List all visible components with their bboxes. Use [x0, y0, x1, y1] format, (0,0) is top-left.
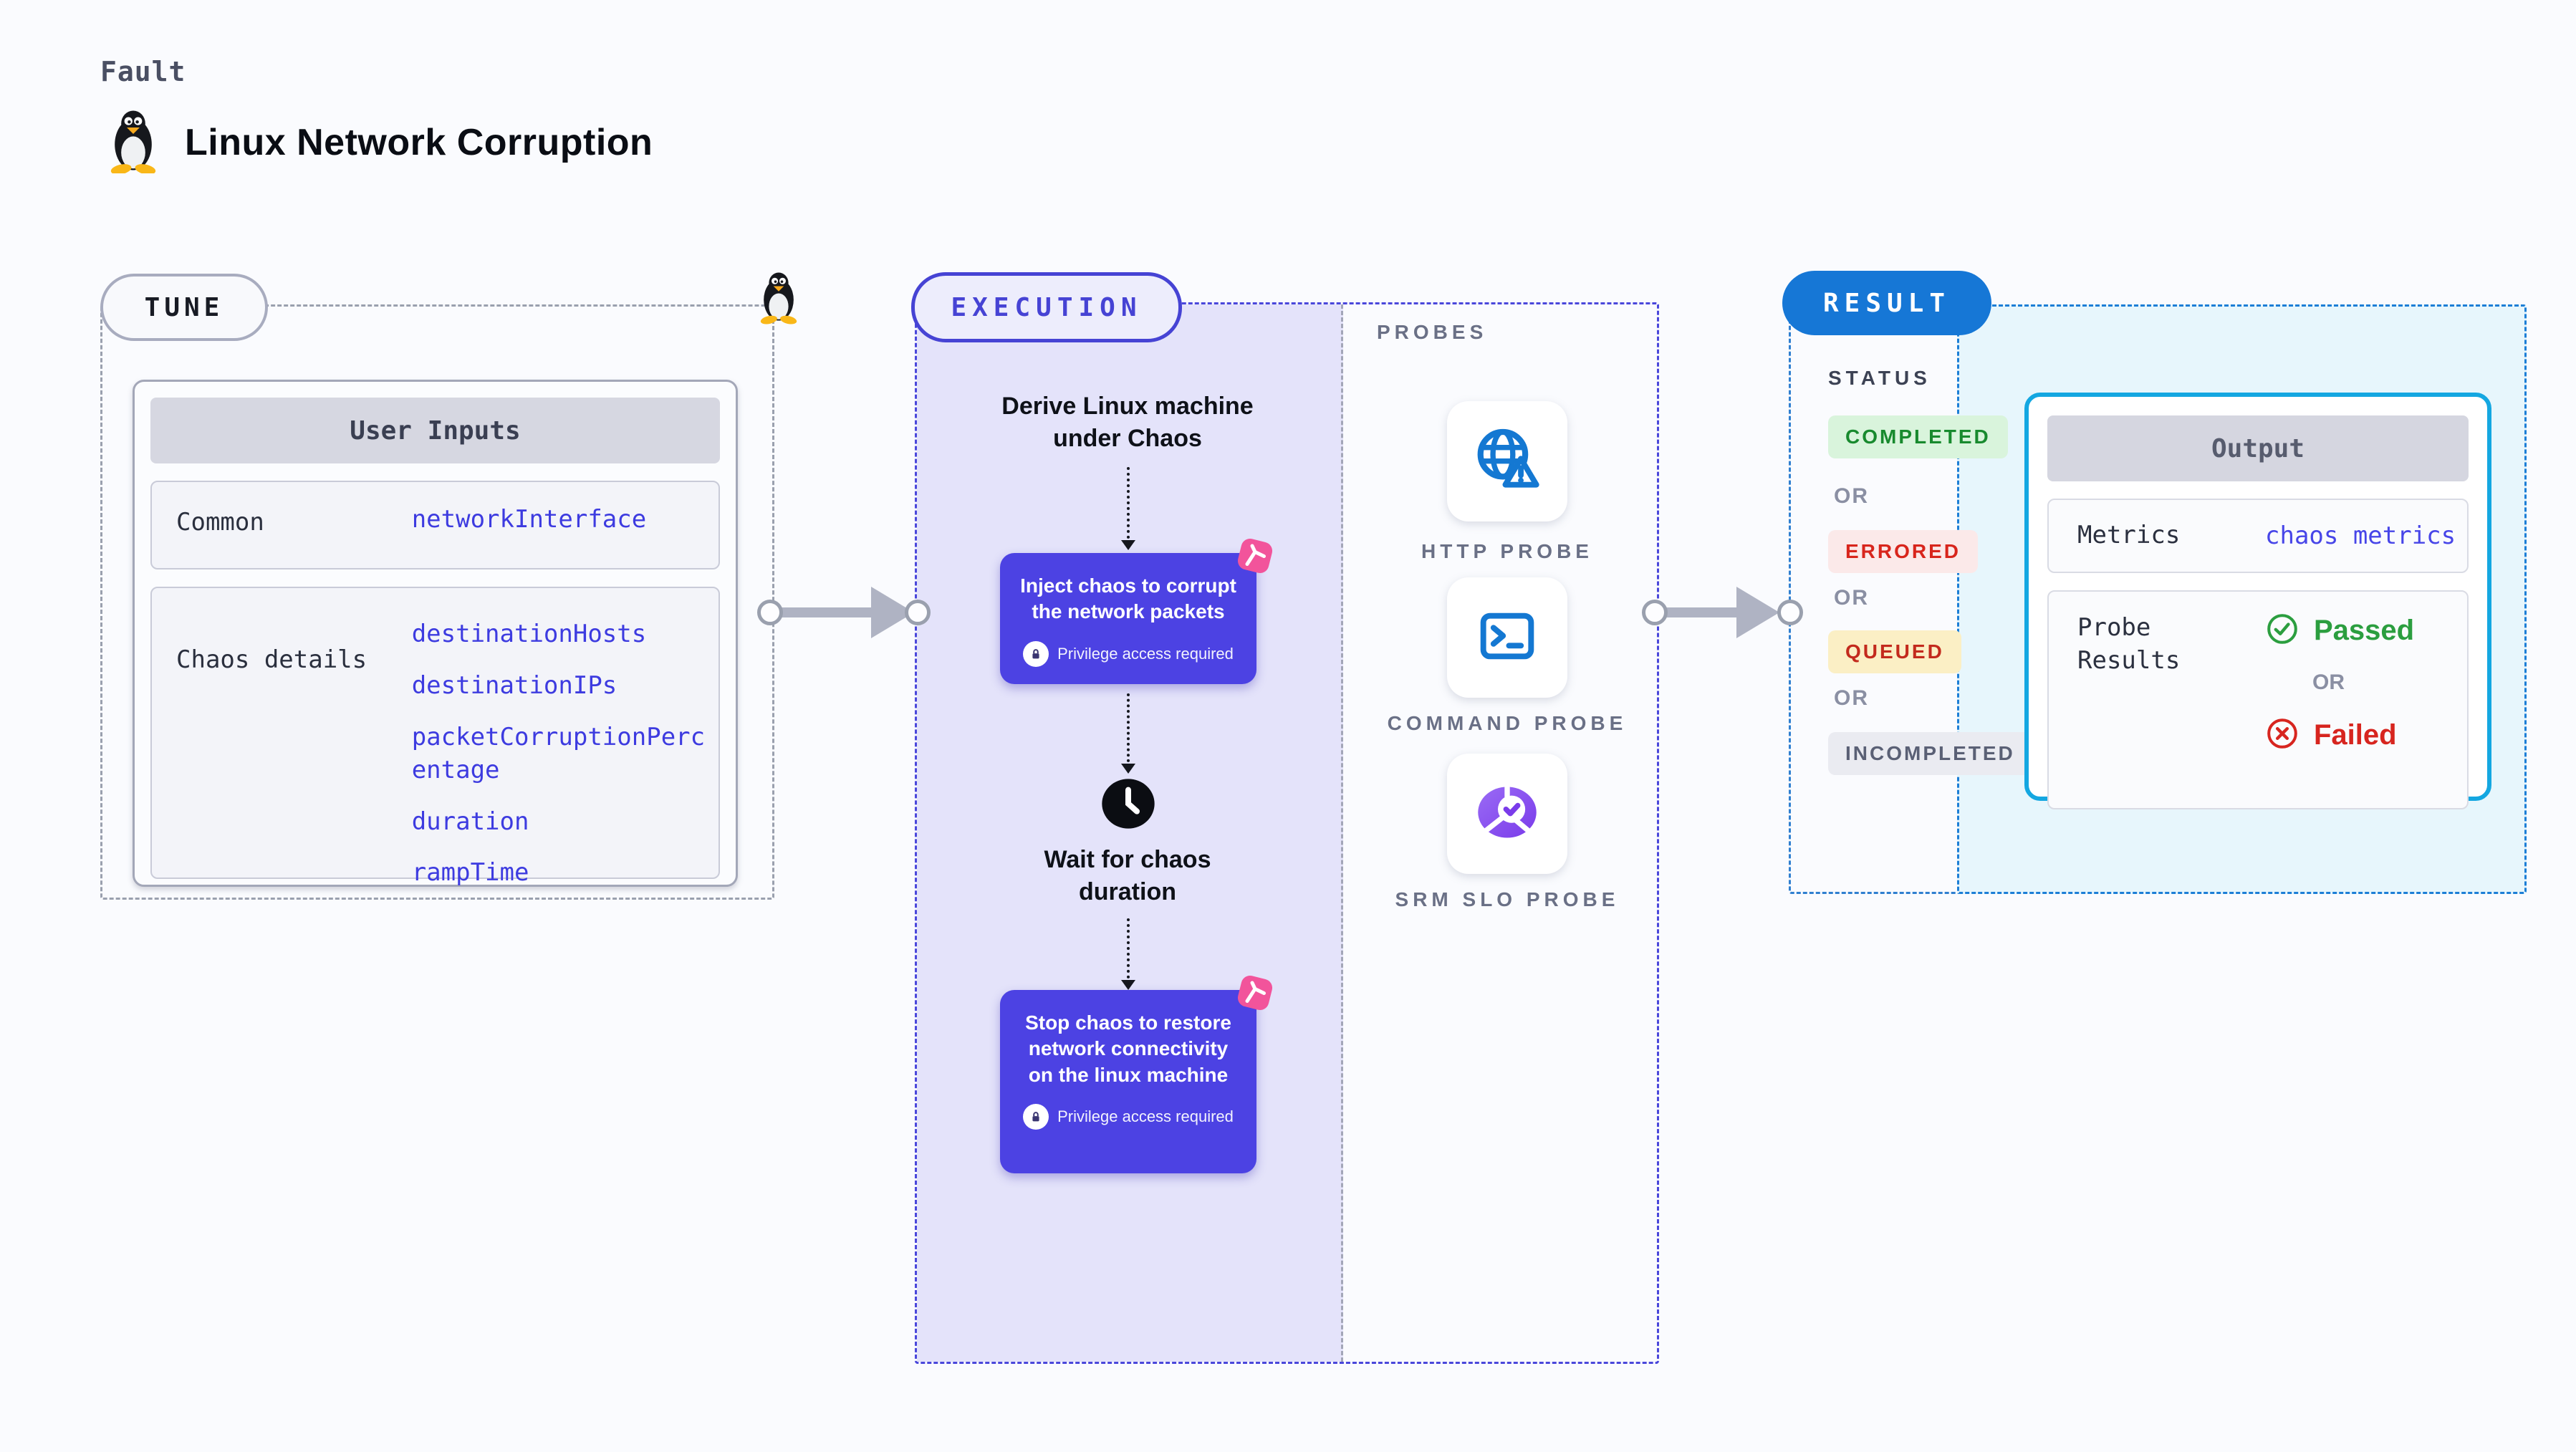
page-title: Linux Network Corruption	[185, 121, 653, 163]
flow-arrow-head	[1736, 587, 1779, 638]
output-title: Output	[2047, 415, 2469, 481]
privilege-note: Privilege access required	[1057, 644, 1234, 663]
stop-step-label: Stop chaos to restore network connectivi…	[1025, 1011, 1231, 1086]
probe-results-row: Probe Results Passed OR	[2047, 590, 2469, 809]
inject-step-label: Inject chaos to corrupt the network pack…	[1020, 574, 1236, 623]
failed-x-icon	[2265, 716, 2299, 754]
or-label: OR	[2312, 670, 2345, 694]
or-label: OR	[1834, 686, 1869, 710]
input-value: packetCorruptionPercentage	[411, 722, 706, 784]
chaos-spark-icon	[1234, 534, 1277, 577]
dotted-connector-arrowhead	[1121, 540, 1135, 550]
execution-flow-panel	[917, 304, 1343, 1362]
passed-check-icon	[2265, 612, 2299, 649]
connector-dot	[1777, 600, 1803, 625]
user-inputs-card: User Inputs Common networkInterface Chao…	[133, 380, 738, 887]
user-inputs-title: User Inputs	[150, 398, 720, 463]
input-value: networkInterface	[411, 505, 647, 534]
input-value: destinationIPs	[411, 670, 617, 700]
linux-penguin-icon	[107, 107, 159, 177]
derive-step-label: Derive Linux machine under Chaos	[1001, 393, 1254, 452]
stop-chaos-node: Stop chaos to restore network connectivi…	[1000, 990, 1256, 1173]
input-value: destinationHosts	[411, 620, 647, 648]
input-row-label: Chaos details	[176, 645, 367, 674]
privilege-note: Privilege access required	[1057, 1107, 1234, 1126]
execution-badge: EXECUTION	[911, 272, 1182, 342]
srm-slo-probe-label: SRM SLO PROBE	[1395, 888, 1620, 910]
command-probe-label: COMMAND PROBE	[1387, 712, 1628, 734]
passed-label: Passed	[2314, 614, 2415, 646]
flow-arrow	[1662, 607, 1748, 617]
output-card: Output Metrics chaos metrics Probe Resul…	[2024, 393, 2491, 809]
status-chip-queued: QUEUED	[1828, 630, 1961, 673]
inject-chaos-node: Inject chaos to corrupt the network pack…	[1000, 553, 1256, 684]
input-row-common: Common networkInterface	[150, 481, 720, 569]
status-section-box	[1789, 304, 1961, 894]
execution-section-box	[915, 302, 1659, 1364]
probes-heading: PROBES	[1377, 321, 1488, 343]
input-value: rampTime	[411, 858, 529, 888]
dotted-connector-arrowhead	[1121, 980, 1135, 990]
chaos-spark-icon	[1234, 971, 1277, 1014]
wait-step-label: Wait for chaos duration	[1044, 846, 1211, 905]
dotted-connector-arrowhead	[1121, 764, 1135, 774]
dotted-connector	[1127, 693, 1130, 762]
dotted-connector	[1127, 467, 1130, 539]
or-label: OR	[1834, 484, 1869, 508]
srm-slo-probe-card	[1447, 754, 1567, 874]
metrics-label: Metrics	[2077, 521, 2181, 550]
input-row-label: Common	[176, 508, 264, 537]
status-chip-errored: ERRORED	[1828, 530, 1979, 573]
page-title-row: Linux Network Corruption	[107, 107, 653, 177]
connector-dot	[905, 600, 931, 625]
terminal-icon	[1471, 600, 1543, 675]
tune-penguin-icon	[758, 264, 799, 333]
connector-dot	[757, 600, 783, 625]
clock-icon	[1100, 775, 1157, 832]
failed-label: Failed	[2314, 718, 2397, 751]
result-badge: RESULT	[1782, 271, 1991, 335]
command-probe-card	[1447, 577, 1567, 698]
connector-dot	[1642, 600, 1668, 625]
lock-icon	[1023, 640, 1049, 667]
input-row-chaos-details: Chaos details destinationHosts destinati…	[150, 587, 720, 887]
status-chip-completed: COMPLETED	[1828, 415, 2008, 458]
status-chip-incompleted: INCOMPLETED	[1828, 732, 2032, 775]
http-probe-card	[1447, 401, 1567, 521]
http-probe-label: HTTP PROBE	[1421, 540, 1593, 562]
fault-kicker: Fault	[100, 56, 186, 87]
globe-alert-icon	[1470, 423, 1544, 501]
lock-icon	[1023, 1104, 1049, 1130]
probe-results-label: Probe Results	[2077, 613, 2181, 675]
input-value: duration	[411, 807, 529, 836]
or-label: OR	[1834, 586, 1869, 610]
flow-arrow	[777, 607, 885, 617]
metrics-value: chaos metrics	[2265, 521, 2456, 550]
dotted-connector	[1127, 918, 1130, 979]
tune-badge: TUNE	[100, 274, 268, 341]
slo-donut-icon	[1470, 775, 1544, 853]
metrics-row: Metrics chaos metrics	[2047, 499, 2469, 573]
status-heading: STATUS	[1828, 367, 1931, 389]
